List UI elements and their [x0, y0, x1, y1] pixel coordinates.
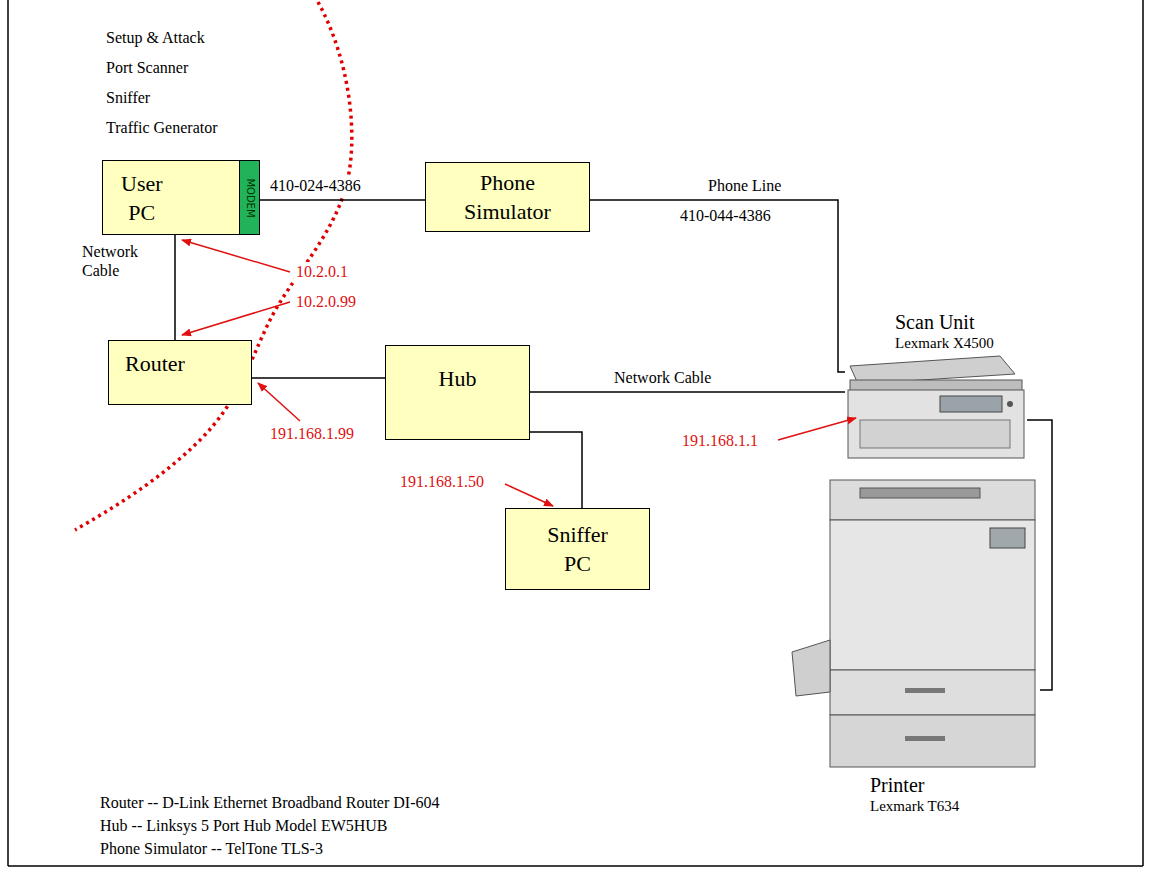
frame-line [8, 865, 1143, 867]
address-label: 10.2.0.99 [294, 292, 358, 311]
frame-line [1142, 0, 1144, 866]
scanner-illustration [848, 356, 1024, 458]
frame-line [7, 0, 9, 866]
note-label: Setup & Attack [104, 28, 207, 47]
sniffer-box: Sniffer PC [505, 508, 650, 590]
modem-label: MODEM [244, 178, 256, 217]
cable-label: 410-024-4386 [268, 176, 363, 195]
node-label: Hub [439, 364, 477, 393]
node-sublabel: Lexmark X4500 [895, 334, 994, 352]
cable-line [252, 377, 385, 379]
scanner-body [848, 390, 1024, 458]
leader-arrow [182, 240, 290, 272]
scanner-node: Scan UnitLexmark X4500 [845, 355, 1027, 463]
printer-drawer [830, 715, 1035, 767]
drawer-handle [905, 736, 945, 741]
printer-top [830, 480, 1035, 520]
scanner-button [1007, 401, 1013, 407]
node-label: Printer [870, 774, 924, 797]
leader-arrow [778, 418, 856, 440]
printer-side-tray [792, 640, 830, 696]
leader-arrow [182, 302, 290, 335]
printer-illustration [792, 480, 1035, 767]
address-label: 191.168.1.1 [680, 431, 760, 450]
note-label: Sniffer [104, 88, 152, 107]
printer-output-slot [860, 488, 980, 498]
cable-line [530, 432, 582, 508]
cable-line [590, 200, 845, 372]
node-label: Router [125, 349, 185, 378]
hub-box: Hub [385, 345, 530, 440]
note-label: Traffic Generator [104, 118, 220, 137]
printer-node: PrinterLexmark T634 [790, 480, 1040, 770]
cable-label: Network Cable [612, 368, 713, 387]
printer-body [830, 520, 1035, 670]
node-label: Phone Simulator [464, 168, 551, 226]
note-label: Router -- D-Link Ethernet Broadband Rout… [98, 793, 441, 812]
computer-box: User PC MODEM [102, 160, 260, 235]
note-label: Port Scanner [104, 58, 190, 77]
address-label: 191.168.1.50 [398, 472, 486, 491]
cable-line [530, 391, 845, 393]
address-label: 10.2.0.1 [294, 262, 350, 281]
note-label: 410-044-4386 [678, 206, 773, 225]
printer-panel [990, 528, 1025, 548]
note-label: Phone Simulator -- TelTone TLS-3 [98, 839, 325, 858]
cable-line [260, 199, 425, 201]
leader-arrow [258, 383, 300, 421]
drawer-handle [905, 688, 945, 693]
router-box: Router [108, 340, 252, 405]
modem-strip: MODEM [239, 161, 259, 234]
scanner-base [860, 420, 1010, 448]
leader-arrow [505, 484, 553, 506]
address-label: 191.168.1.99 [268, 424, 356, 443]
cable-label: Network Cable [80, 242, 140, 280]
cable-label: Phone Line [706, 176, 783, 195]
boundary-curve [75, 2, 352, 530]
note-label: Hub -- Linksys 5 Port Hub Model EW5HUB [98, 816, 390, 835]
node-sublabel: Lexmark T634 [870, 797, 959, 815]
simulator-box: Phone Simulator [425, 162, 590, 232]
node-label: Sniffer PC [547, 520, 608, 578]
node-label: User PC [121, 169, 163, 227]
printer-drawer [830, 670, 1035, 715]
scanner-panel [940, 396, 1002, 412]
cable-line [174, 235, 176, 340]
node-label: Scan Unit [895, 311, 974, 334]
cable-line [1027, 420, 1052, 690]
